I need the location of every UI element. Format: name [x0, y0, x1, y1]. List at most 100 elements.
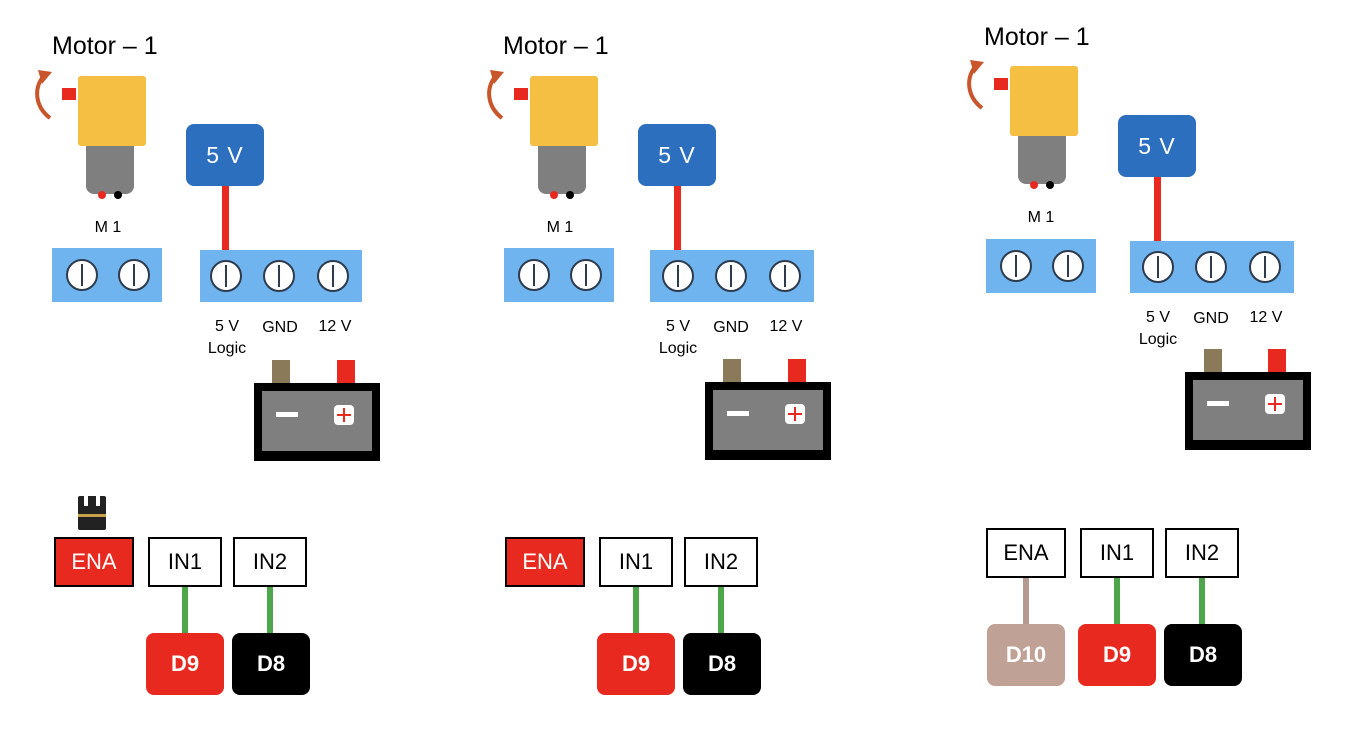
screw-terminal-icon [662, 260, 694, 292]
wire-in2 [267, 587, 273, 633]
in1-pin: IN1 [1080, 528, 1154, 578]
arduino-pin-d9: D9 [146, 633, 224, 695]
screw-terminal-icon [1000, 250, 1032, 282]
motor-title: Motor – 1 [984, 23, 1090, 51]
panel-2: Motor – 1 M 1 5 V 5 V Logic GND 12 V ENA… [452, 0, 904, 732]
battery-post-negative [1204, 349, 1222, 373]
wire-in2 [1199, 578, 1205, 624]
motor-terminal-block [504, 248, 614, 302]
screw-terminal-icon [715, 260, 747, 292]
terminal-label-5v-line1: 5 V [214, 318, 239, 335]
wire-in2 [718, 587, 724, 633]
battery-body [262, 391, 372, 451]
battery-plus-icon [1265, 394, 1285, 414]
terminal-label-5v-line1: 5 V [1145, 309, 1170, 326]
screw-terminal-icon [769, 260, 801, 292]
in2-pin: IN2 [233, 537, 307, 587]
terminal-label-12v: 12 V [1249, 309, 1283, 326]
battery-post-positive [337, 360, 355, 384]
motor-terminal-block [986, 239, 1096, 293]
battery-body [713, 390, 823, 450]
supply-5v: 5 V [1118, 115, 1196, 177]
wire-5v [1154, 177, 1161, 243]
in1-pin: IN1 [599, 537, 673, 587]
motor-body [78, 76, 146, 146]
terminal-label-5v-line2: Logic [1138, 331, 1178, 348]
battery-minus-icon [276, 412, 298, 417]
battery-post-positive [788, 359, 806, 383]
motor-lead-red [98, 191, 106, 199]
motor-title: Motor – 1 [503, 32, 609, 60]
motor-gearbox [1018, 136, 1066, 184]
supply-5v: 5 V [186, 124, 264, 186]
motor-lead-black [1046, 181, 1054, 189]
ena-pin: ENA [54, 537, 134, 587]
motor-lead-black [566, 191, 574, 199]
in2-pin: IN2 [1165, 528, 1239, 578]
battery [705, 382, 831, 460]
power-terminal-block [200, 250, 362, 302]
screw-terminal-icon [317, 260, 349, 292]
motor-terminal-label: M 1 [94, 219, 122, 236]
motor-lead-red [1030, 181, 1038, 189]
motor-body [1010, 66, 1078, 136]
rotation-arrow-icon [967, 60, 984, 110]
power-terminal-block [650, 250, 814, 302]
in1-pin: IN1 [148, 537, 222, 587]
battery-minus-icon [727, 411, 749, 416]
panel-3: Motor – 1 M 1 5 V 5 V Logic GND 12 V ENA… [904, 0, 1356, 732]
motor-gearbox [86, 146, 134, 194]
motor-lead-black [114, 191, 122, 199]
battery-plus-icon [334, 405, 354, 425]
battery-post-negative [723, 359, 741, 383]
arduino-pin-d10: D10 [987, 624, 1065, 686]
motor-shaft-tab [62, 88, 76, 100]
wire-5v [222, 186, 229, 252]
arduino-pin-d8: D8 [232, 633, 310, 695]
motor-title: Motor – 1 [52, 32, 158, 60]
motor-shaft-tab [994, 78, 1008, 90]
screw-terminal-icon [210, 260, 242, 292]
motor-terminal-block [52, 248, 162, 302]
screw-terminal-icon [1142, 251, 1174, 283]
ena-pin: ENA [986, 528, 1066, 578]
screw-terminal-icon [118, 259, 150, 291]
supply-5v: 5 V [638, 124, 716, 186]
motor-terminal-label: M 1 [546, 219, 574, 236]
wire-in1 [633, 587, 639, 633]
terminal-label-5v-line1: 5 V [665, 318, 690, 335]
screw-terminal-icon [518, 259, 550, 291]
terminal-label-5v: 5 V Logic [202, 316, 252, 360]
battery [1185, 372, 1311, 450]
battery-body [1193, 380, 1303, 440]
battery-post-positive [1268, 349, 1286, 373]
screw-terminal-icon [263, 260, 295, 292]
terminal-label-5v-line2: Logic [207, 340, 247, 357]
jumper-cap-icon [78, 496, 106, 530]
battery-plus-icon [785, 404, 805, 424]
arduino-pin-d8: D8 [1164, 624, 1242, 686]
screw-terminal-icon [66, 259, 98, 291]
wire-in1 [182, 587, 188, 633]
terminal-label-gnd: GND [1193, 310, 1229, 327]
arduino-pin-d9: D9 [1078, 624, 1156, 686]
motor-gearbox [538, 146, 586, 194]
terminal-label-5v-line2: Logic [658, 340, 698, 357]
terminal-label-gnd: GND [713, 319, 749, 336]
terminal-label-5v: 5 V Logic [1133, 307, 1183, 351]
wire-ena [1023, 578, 1029, 624]
wire-in1 [1114, 578, 1120, 624]
rotation-arrow-icon [35, 70, 52, 120]
ena-pin: ENA [505, 537, 585, 587]
terminal-label-12v: 12 V [318, 318, 352, 335]
screw-terminal-icon [1195, 251, 1227, 283]
rotation-arrow-icon [487, 70, 504, 120]
motor-lead-red [550, 191, 558, 199]
terminal-label-gnd: GND [262, 319, 298, 336]
terminal-label-5v: 5 V Logic [653, 316, 703, 360]
motor-terminal-label: M 1 [1027, 209, 1055, 226]
screw-terminal-icon [1249, 251, 1281, 283]
battery [254, 383, 380, 461]
screw-terminal-icon [1052, 250, 1084, 282]
arduino-pin-d9: D9 [597, 633, 675, 695]
